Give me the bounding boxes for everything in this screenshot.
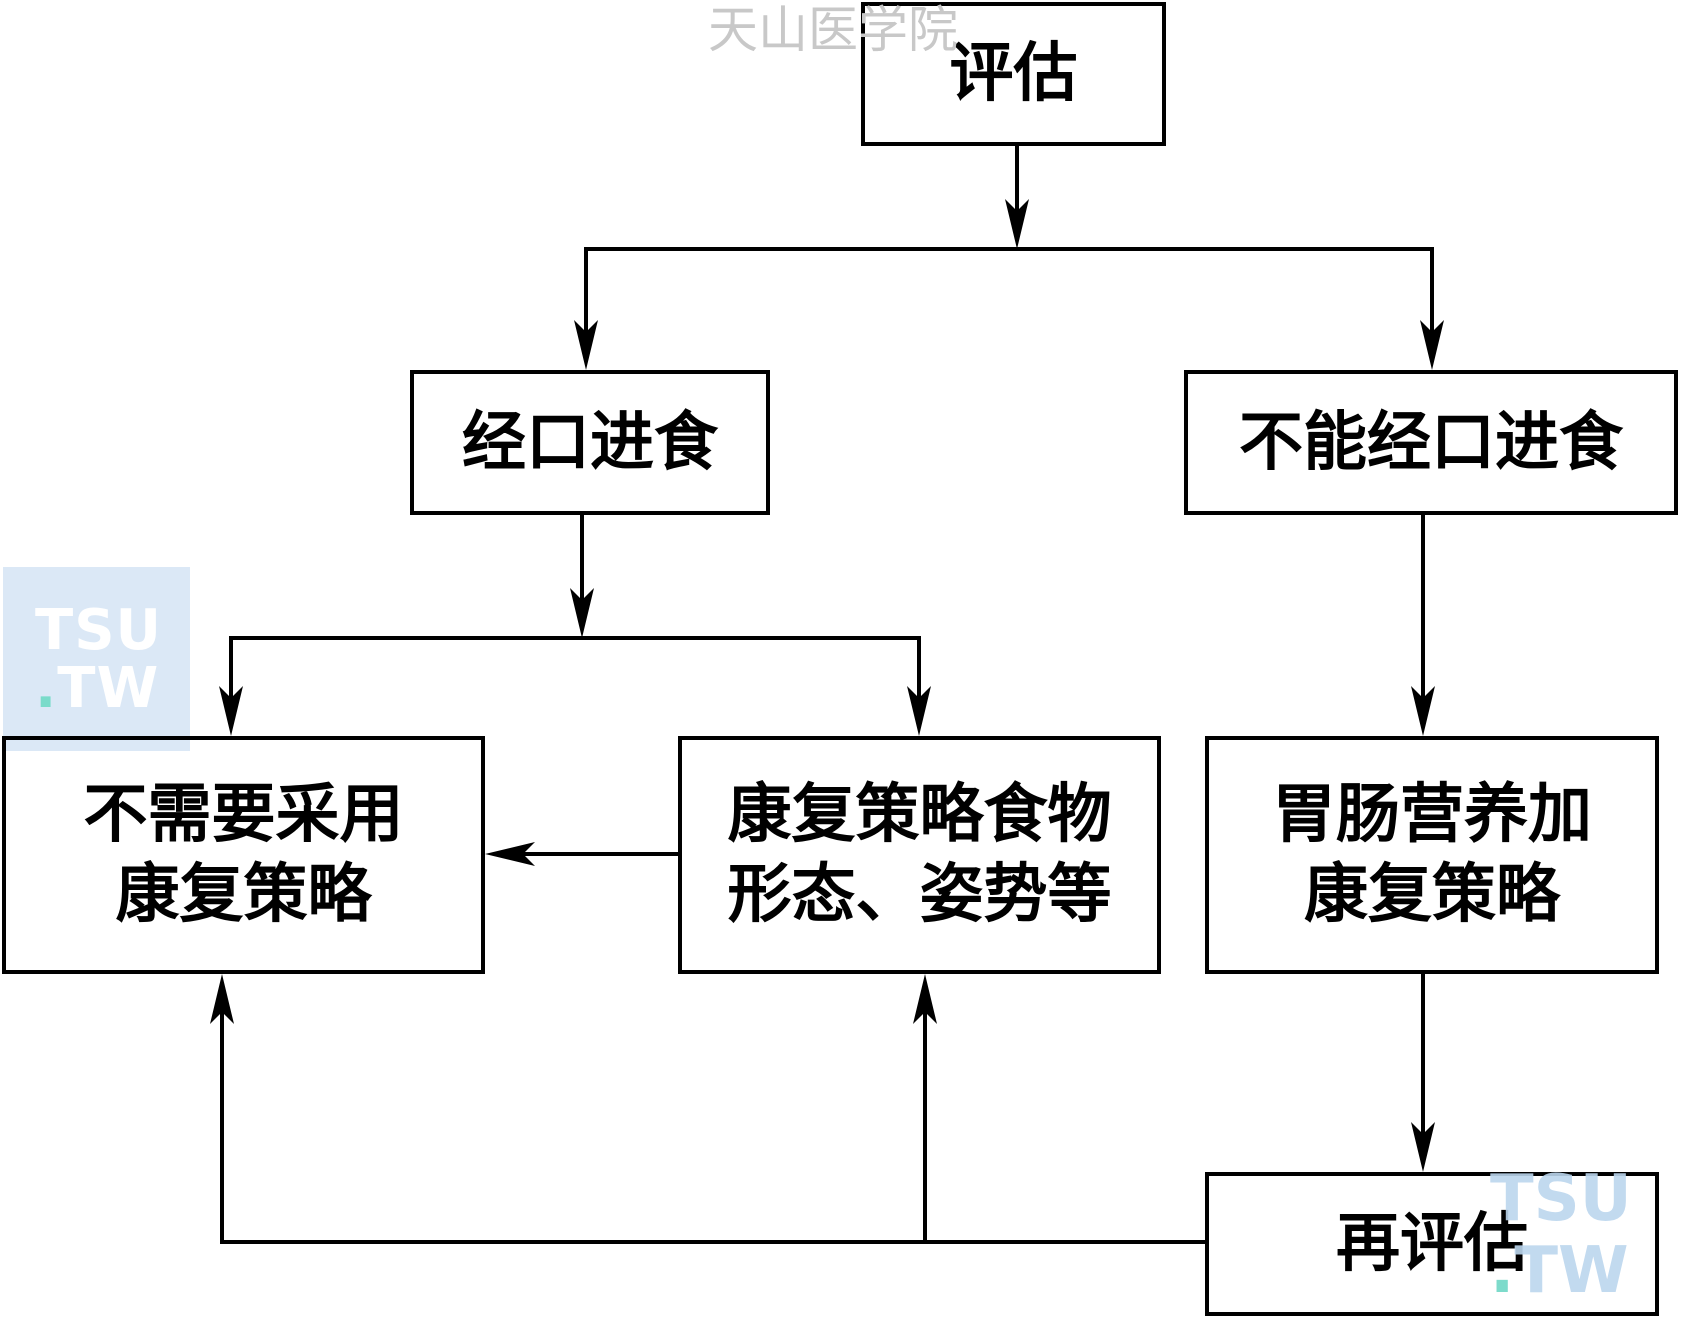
node-oral-feeding-label: 经口进食: [462, 404, 718, 480]
node-rehab-strategy-food: 康复策略食物 形态、姿势等: [678, 736, 1161, 974]
watermark-logo-left-tw: TW: [57, 656, 160, 721]
node-enteral-nutrition-rehab-line2: 康复策略: [1304, 857, 1560, 932]
node-no-rehab-strategy-line2: 康复策略: [115, 857, 372, 932]
node-rehab-strategy-food-line1: 康复策略食物: [727, 777, 1112, 852]
node-no-rehab-strategy: 不需要采用 康复策略: [2, 736, 485, 974]
node-no-oral-feeding: 不能经口进食: [1184, 370, 1678, 515]
node-reassess-label: 再评估: [1336, 1206, 1528, 1281]
node-enteral-nutrition-rehab-line1: 胃肠营养加: [1272, 777, 1592, 852]
watermark-logo-left-dot: .: [35, 656, 58, 721]
node-oral-feeding: 经口进食: [410, 370, 770, 515]
node-no-rehab-strategy-line1: 不需要采用: [83, 777, 404, 852]
node-enteral-nutrition-rehab: 胃肠营养加 康复策略: [1205, 736, 1659, 974]
watermark-logo-left: TSU .TW: [3, 567, 190, 751]
node-assess: 评估: [861, 2, 1166, 146]
node-rehab-strategy-food-line2: 形态、姿势等: [727, 857, 1112, 932]
node-no-oral-feeding-label: 不能经口进食: [1239, 404, 1623, 480]
node-reassess: 再评估: [1205, 1172, 1659, 1316]
watermark-logo-left-line2: .TW: [35, 661, 159, 717]
watermark-logo-left-line1: TSU: [35, 598, 163, 663]
node-assess-label: 评估: [949, 36, 1078, 111]
